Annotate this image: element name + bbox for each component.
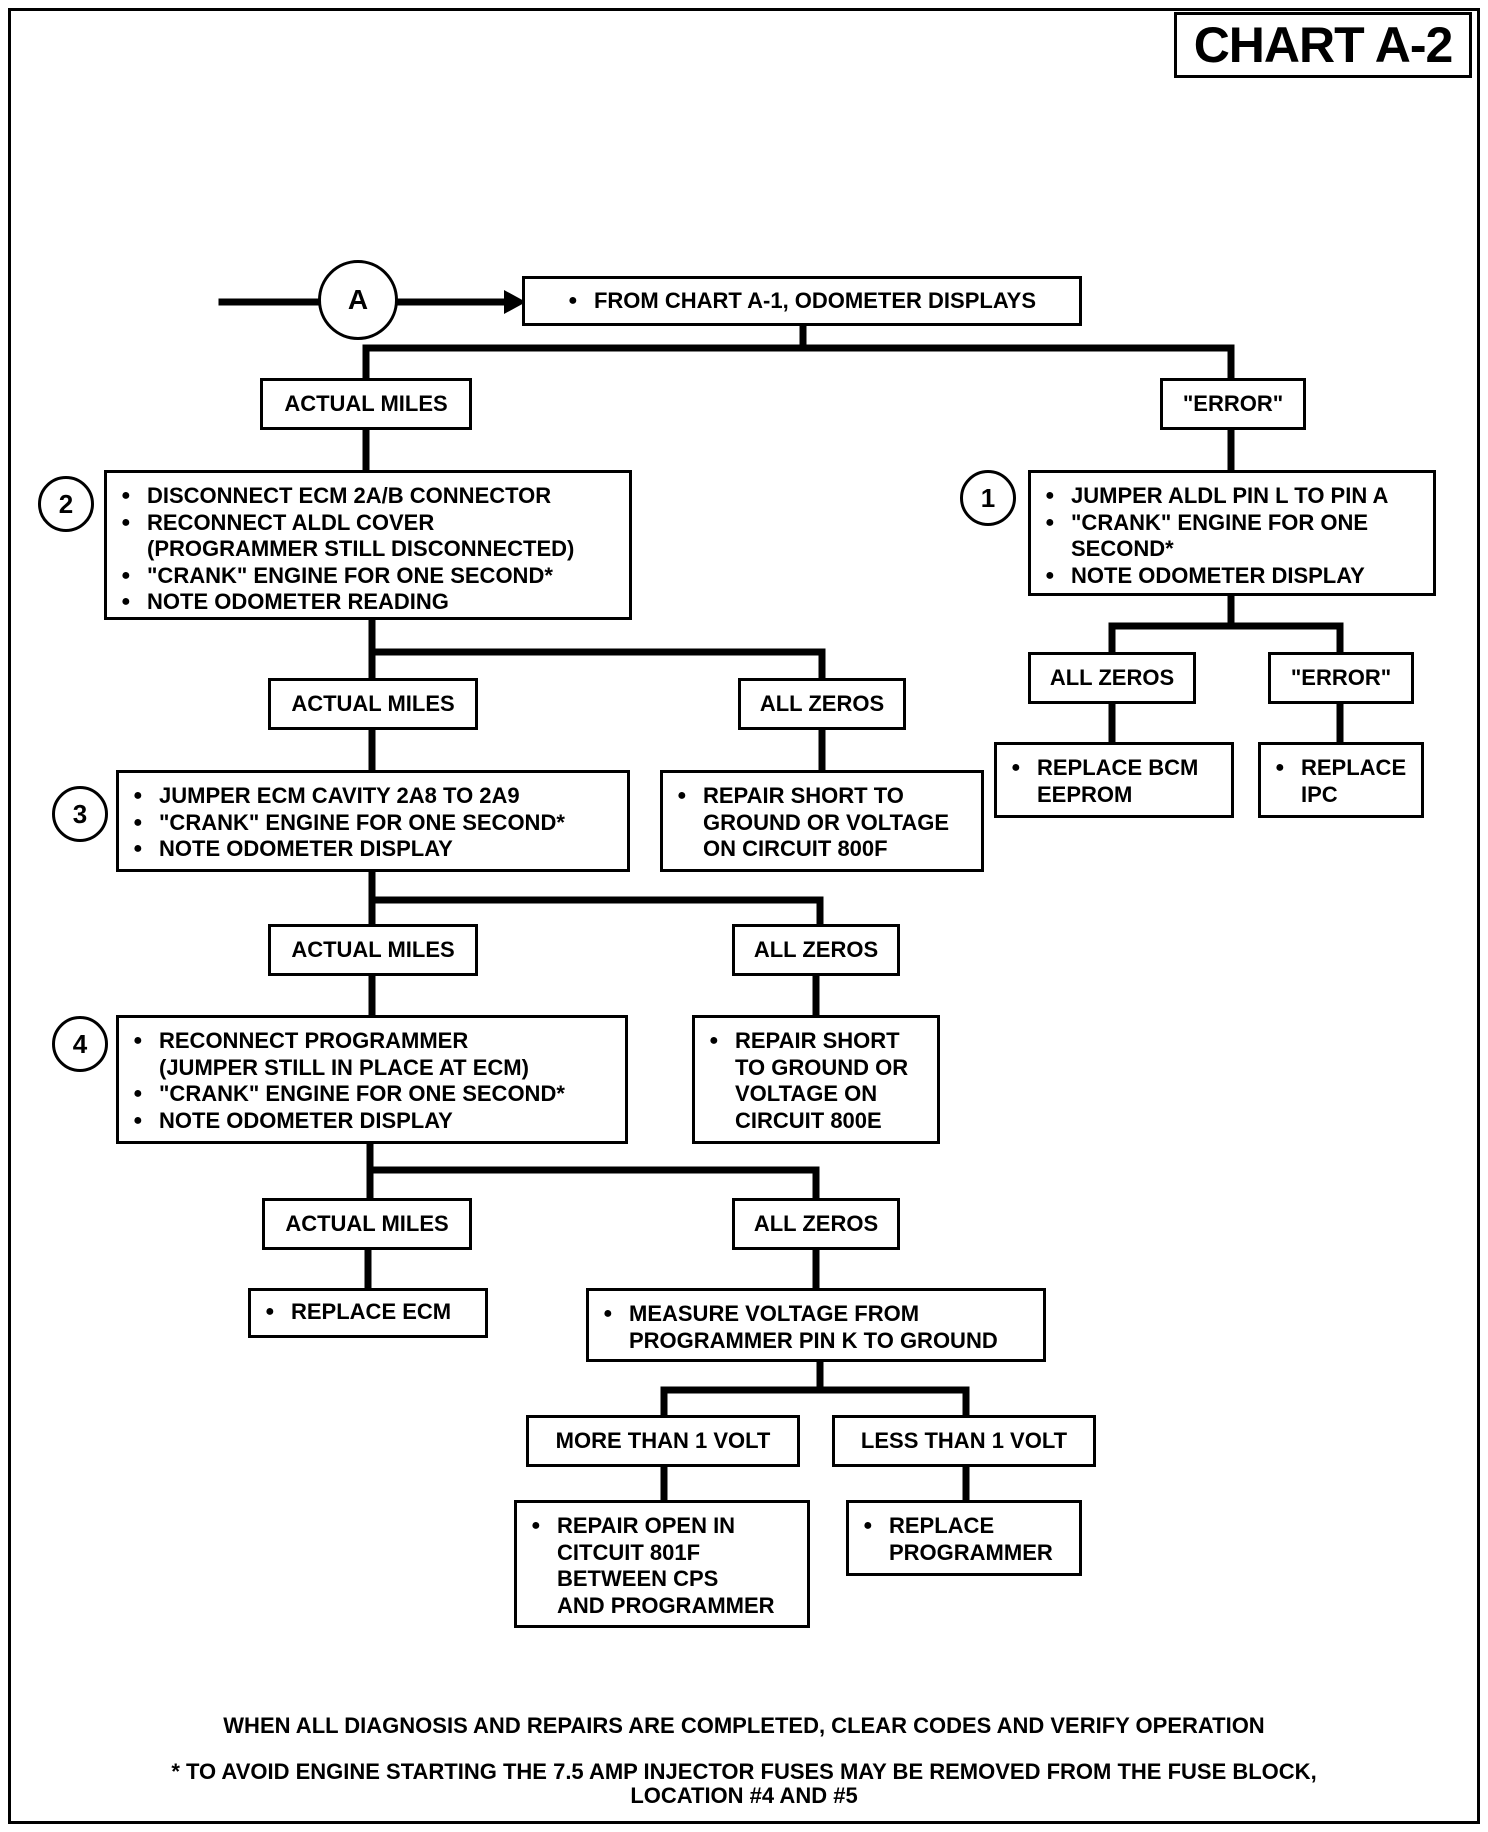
label-error-r: "ERROR" <box>1268 652 1414 704</box>
result-line: IPC <box>1301 781 1338 807</box>
step-2-number: 2 <box>38 476 94 532</box>
step-1-line: JUMPER ALDL PIN L TO PIN A <box>1045 483 1423 510</box>
step-2-line: "CRANK" ENGINE FOR ONE SECOND* <box>121 563 619 590</box>
result-replace-bcm: REPLACE BCM EEPROM <box>994 742 1234 818</box>
footer-note-3: LOCATION #4 AND #5 <box>630 1783 858 1808</box>
step-4-box: RECONNECT PROGRAMMER (JUMPER STILL IN PL… <box>116 1015 628 1144</box>
step-2-line: RECONNECT ALDL COVER <box>121 510 619 537</box>
step-3-line: "CRANK" ENGINE FOR ONE SECOND* <box>133 810 617 837</box>
start-text: FROM CHART A-1, ODOMETER DISPLAYS <box>568 288 1036 315</box>
step-3-line: JUMPER ECM CAVITY 2A8 TO 2A9 <box>133 783 617 810</box>
result-line: TO GROUND OR <box>735 1054 909 1080</box>
result-line: GROUND OR VOLTAGE <box>703 809 950 835</box>
result-replace-programmer: REPLACE PROGRAMMER <box>846 1500 1082 1576</box>
chart-title: CHART A-2 <box>1174 12 1472 78</box>
start-box: FROM CHART A-1, ODOMETER DISPLAYS <box>522 276 1082 326</box>
step-4-number: 4 <box>52 1016 108 1072</box>
label-actual-miles-2: ACTUAL MILES <box>268 678 478 730</box>
step-2-line: (PROGRAMMER STILL DISCONNECTED) <box>147 536 575 561</box>
step-3-number: 3 <box>52 786 108 842</box>
label-actual-miles-1: ACTUAL MILES <box>260 378 472 430</box>
measure-line: MEASURE VOLTAGE FROM <box>603 1301 1033 1328</box>
result-replace-ecm: REPLACE ECM <box>248 1288 488 1338</box>
label-more-than-1-volt: MORE THAN 1 VOLT <box>526 1415 800 1467</box>
result-repair-open: REPAIR OPEN IN CITCUIT 801F BETWEEN CPS … <box>514 1500 810 1628</box>
result-line: CIRCUIT 800E <box>735 1107 882 1133</box>
step-2-box: DISCONNECT ECM 2A/B CONNECTOR RECONNECT … <box>104 470 632 620</box>
result-repair-800f: REPAIR SHORT TO GROUND OR VOLTAGE ON CIR… <box>660 770 984 872</box>
result-line: ON CIRCUIT 800F <box>703 836 888 861</box>
step-2-line: NOTE ODOMETER READING <box>121 589 619 616</box>
result-line: VOLTAGE ON <box>735 1081 878 1106</box>
label-all-zeros-3: ALL ZEROS <box>732 924 900 976</box>
footer-note-1: WHEN ALL DIAGNOSIS AND REPAIRS ARE COMPL… <box>223 1713 1265 1738</box>
step-3-box: JUMPER ECM CAVITY 2A8 TO 2A9 "CRANK" ENG… <box>116 770 630 872</box>
step-1-line: NOTE ODOMETER DISPLAY <box>1045 563 1423 590</box>
step-1-line: "CRANK" ENGINE FOR ONE <box>1045 510 1423 537</box>
split-2 <box>368 616 826 682</box>
result-line: REPLACE <box>1275 755 1411 782</box>
step-4-line: "CRANK" ENGINE FOR ONE SECOND* <box>133 1081 615 1108</box>
step-3-line: NOTE ODOMETER DISPLAY <box>133 836 617 863</box>
result-line: REPAIR SHORT TO <box>677 783 971 810</box>
result-line: BETWEEN CPS <box>557 1566 719 1591</box>
step-4-line: RECONNECT PROGRAMMER <box>133 1028 615 1055</box>
step-1-number: 1 <box>960 470 1016 526</box>
measure-line: PROGRAMMER PIN K TO GROUND <box>629 1327 998 1353</box>
split-4 <box>366 1140 820 1202</box>
result-line: PROGRAMMER <box>889 1539 1053 1565</box>
split-3b <box>368 868 824 928</box>
step-1-box: JUMPER ALDL PIN L TO PIN A "CRANK" ENGIN… <box>1028 470 1436 596</box>
result-repair-800e: REPAIR SHORT TO GROUND OR VOLTAGE ON CIR… <box>692 1015 940 1144</box>
result-line: AND PROGRAMMER <box>557 1592 775 1618</box>
result-line: EEPROM <box>1037 781 1133 807</box>
split-5 <box>660 1358 970 1419</box>
step-1-line: SECOND* <box>1071 536 1174 561</box>
result-line: REPLACE BCM <box>1011 755 1221 782</box>
result-line: REPLACE <box>863 1513 1069 1540</box>
result-line: REPAIR SHORT <box>709 1028 927 1055</box>
split-1 <box>1108 592 1344 656</box>
step-2-line: DISCONNECT ECM 2A/B CONNECTOR <box>121 483 619 510</box>
footer-note-2: * TO AVOID ENGINE STARTING THE 7.5 AMP I… <box>171 1759 1317 1784</box>
label-less-than-1-volt: LESS THAN 1 VOLT <box>832 1415 1096 1467</box>
label-all-zeros-2: ALL ZEROS <box>738 678 906 730</box>
result-line: REPAIR OPEN IN <box>531 1513 797 1540</box>
step-4-line: (JUMPER STILL IN PLACE AT ECM) <box>159 1054 529 1080</box>
label-all-zeros-4: ALL ZEROS <box>732 1198 900 1250</box>
label-error-1: "ERROR" <box>1160 378 1306 430</box>
label-all-zeros-r: ALL ZEROS <box>1028 652 1196 704</box>
result-replace-ipc: REPLACE IPC <box>1258 742 1424 818</box>
result-line: CITCUIT 801F <box>557 1539 701 1565</box>
label-actual-miles-4: ACTUAL MILES <box>262 1198 472 1250</box>
arrow-head <box>504 290 526 314</box>
label-actual-miles-3: ACTUAL MILES <box>268 924 478 976</box>
result-line: REPLACE ECM <box>265 1299 475 1326</box>
measure-voltage-box: MEASURE VOLTAGE FROM PROGRAMMER PIN K TO… <box>586 1288 1046 1362</box>
start-split <box>362 322 1235 382</box>
entry-connector-a: A <box>318 260 398 340</box>
page-frame <box>8 8 1480 1824</box>
step-4-line: NOTE ODOMETER DISPLAY <box>133 1108 615 1135</box>
